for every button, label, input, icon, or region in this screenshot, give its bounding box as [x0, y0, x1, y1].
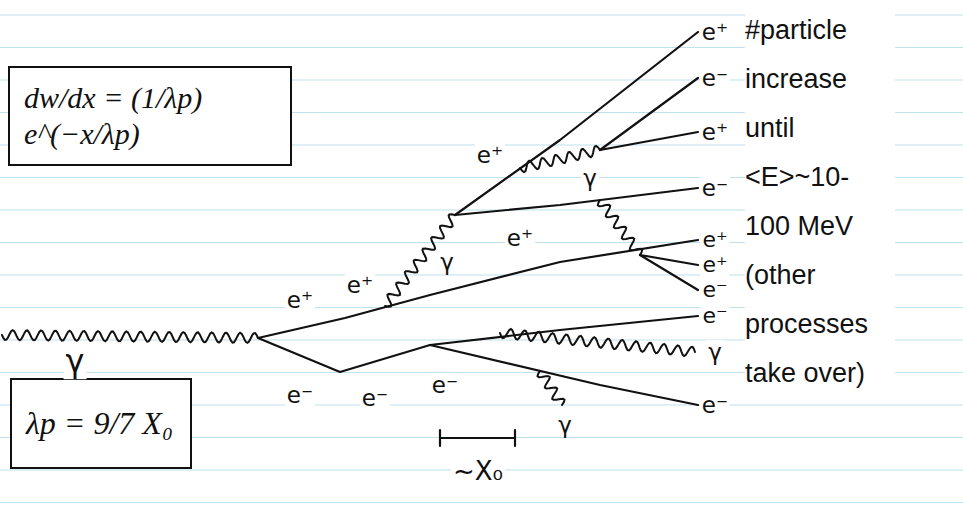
electron-track [430, 345, 698, 405]
ruled-line [0, 502, 963, 503]
particle-label: e⁺ [345, 273, 375, 297]
formula-box: λp = 9/7 X₀ [10, 378, 192, 469]
particle-label: e⁺ [475, 143, 505, 167]
particle-label: e⁻ [360, 386, 390, 410]
photon-track [598, 200, 642, 255]
formula-box: dw/dx = (1/λp) e^(−x/λp) [8, 66, 292, 166]
photon-track [2, 330, 258, 343]
electron-track [600, 78, 698, 150]
scale-bar [440, 430, 515, 446]
particle-label: e⁺ [700, 120, 730, 144]
scale-label: ~X₀ [451, 458, 505, 485]
electron-track [455, 188, 698, 215]
photon-tracks [2, 146, 695, 405]
particle-label: e⁺ [700, 253, 729, 276]
particle-label: e⁺ [505, 226, 535, 250]
positron-track [455, 32, 698, 215]
particle-label: e⁺ [700, 228, 729, 251]
particle-label: γ [581, 166, 599, 190]
particle-label: γ [438, 250, 456, 274]
photon-track [500, 329, 695, 356]
positron-track [600, 132, 698, 150]
shower-tracks [258, 32, 698, 446]
electron-track [258, 316, 698, 372]
photon-label: γ [64, 345, 87, 379]
particle-label: e⁻ [700, 176, 730, 200]
particle-label: γ [556, 413, 574, 437]
particle-label: e⁺ [285, 288, 315, 312]
particle-label: e⁻ [430, 373, 460, 397]
particle-label: e⁻ [285, 383, 315, 407]
photon-track [537, 371, 564, 405]
particle-label: e⁻ [700, 393, 730, 417]
photon-track [385, 214, 455, 306]
formula-text: λp = 9/7 X₀ [26, 404, 176, 442]
formula-text: dw/dx = (1/λp) e^(−x/λp) [24, 80, 274, 152]
particle-label: e⁻ [700, 278, 729, 301]
particle-label: e⁻ [700, 66, 730, 90]
particle-label: γ [706, 340, 724, 364]
note-text: #particle increase until <E>~10- 100 MeV… [745, 6, 895, 398]
particle-label: e⁻ [700, 304, 729, 327]
particle-label: e⁺ [700, 20, 730, 44]
electron-track [640, 255, 698, 290]
